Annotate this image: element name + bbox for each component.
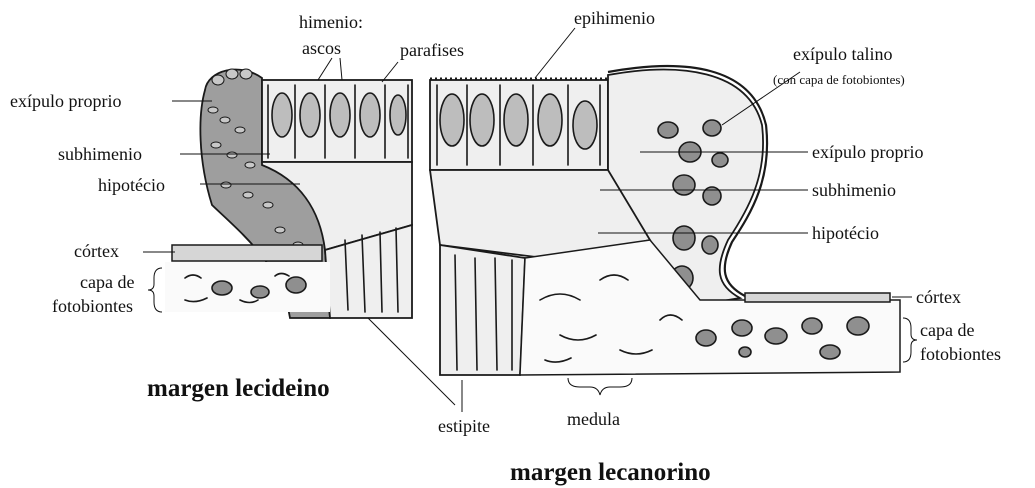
label-cortex-left: córtex xyxy=(74,241,119,261)
label-himenio: himenio: xyxy=(299,12,363,32)
label-expulo-talino: exípulo talino xyxy=(793,44,892,64)
lecanorine-apothecium-drawing xyxy=(430,66,900,375)
label-parafises: parafises xyxy=(400,40,464,60)
label-capa-left-2: fotobiontes xyxy=(52,296,133,316)
label-hipotecio-left: hipotécio xyxy=(98,175,165,195)
label-cortex-right: córtex xyxy=(916,287,961,307)
label-medula: medula xyxy=(567,409,620,429)
label-subhimenio-left: subhimenio xyxy=(58,144,142,164)
label-capa-right-1: capa de xyxy=(920,320,974,340)
lecanorine-cortex xyxy=(745,293,890,302)
label-expulo-proprio-right: exípulo proprio xyxy=(812,142,923,162)
label-epihimenio: epihimenio xyxy=(574,8,655,28)
label-estipite: estipite xyxy=(438,416,490,436)
title-lecideino: margen lecideino xyxy=(147,375,330,402)
label-subhimenio-right: subhimenio xyxy=(812,180,896,200)
label-hipotecio-right: hipotécio xyxy=(812,223,879,243)
label-capa-left-1: capa de xyxy=(80,272,134,292)
label-ascos: ascos xyxy=(302,38,341,58)
label-expulo-proprio-left: exípulo proprio xyxy=(10,91,121,111)
lecideine-cortex xyxy=(172,245,322,261)
lecideine-apothecium-drawing xyxy=(165,69,412,318)
brace-right-icon xyxy=(903,318,917,362)
label-con-capa: (con capa de fotobiontes) xyxy=(773,72,905,87)
title-lecanorino: margen lecanorino xyxy=(510,459,711,486)
brace-medula-icon xyxy=(568,378,632,395)
label-capa-right-2: fotobiontes xyxy=(920,344,1001,364)
brace-left-icon xyxy=(148,268,162,312)
